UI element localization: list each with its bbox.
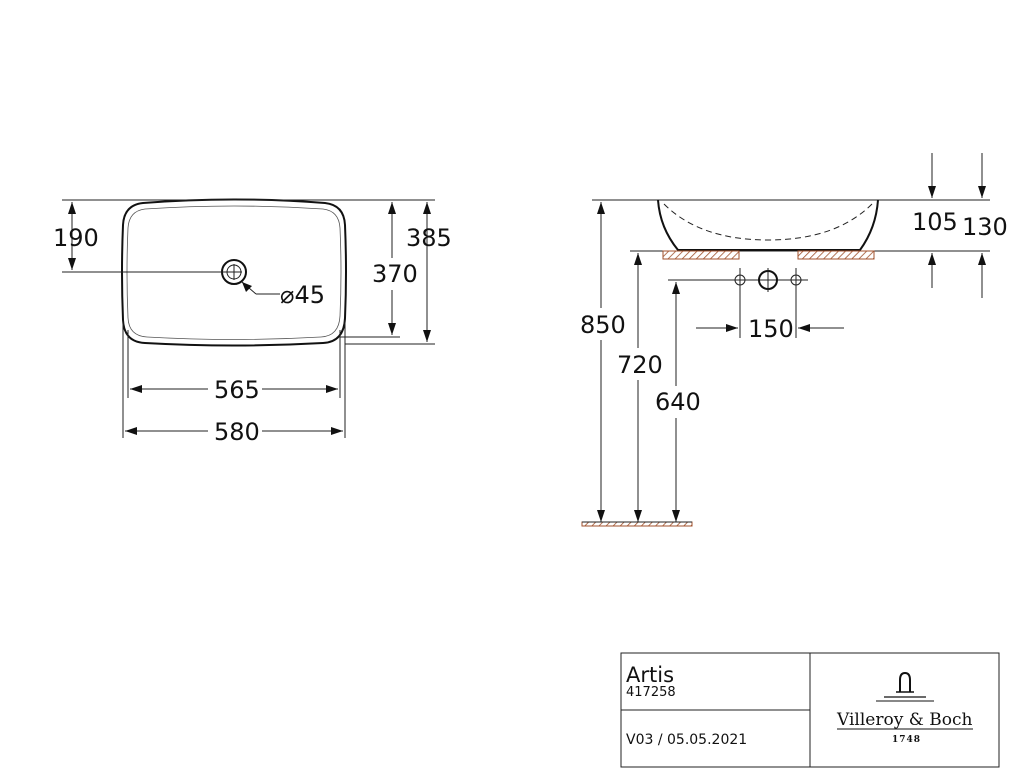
dim-385-label: 385 xyxy=(406,224,452,252)
dim-565-label: 565 xyxy=(214,376,260,404)
dim-580-label: 580 xyxy=(214,418,260,446)
tap-hole-center-symbol xyxy=(758,268,778,292)
basin-interior-hidden xyxy=(663,203,873,241)
dim-720-label: 720 xyxy=(617,351,663,379)
dim-850-label: 850 xyxy=(580,311,626,339)
countertop-right xyxy=(797,250,875,260)
floor-line xyxy=(581,521,693,527)
dim-105-label: 105 xyxy=(912,208,958,236)
article-number: 417258 xyxy=(626,685,676,700)
villeroy-boch-logo: Villeroy & Boch 1748 xyxy=(836,671,973,745)
side-view: 105 130 150 850 xyxy=(580,153,1008,527)
dim-diameter-label: ⌀45 xyxy=(280,281,325,309)
dim-190-label: 190 xyxy=(53,224,99,252)
dim-130-label: 130 xyxy=(962,213,1008,241)
dim-640-label: 640 xyxy=(655,388,701,416)
product-name: Artis xyxy=(626,663,674,687)
revision-date: V03 / 05.05.2021 xyxy=(626,732,747,748)
basin-profile xyxy=(657,199,879,251)
plan-view: 190 385 370 ⌀45 565 580 xyxy=(53,198,452,446)
brand-name: Villeroy & Boch xyxy=(836,710,973,730)
dim-370-label: 370 xyxy=(372,260,418,288)
dim-150-label: 150 xyxy=(748,315,794,343)
brand-year: 1748 xyxy=(892,735,921,745)
countertop-left xyxy=(662,250,740,260)
title-block: Artis 417258 V03 / 05.05.2021 Villeroy &… xyxy=(620,652,1000,768)
